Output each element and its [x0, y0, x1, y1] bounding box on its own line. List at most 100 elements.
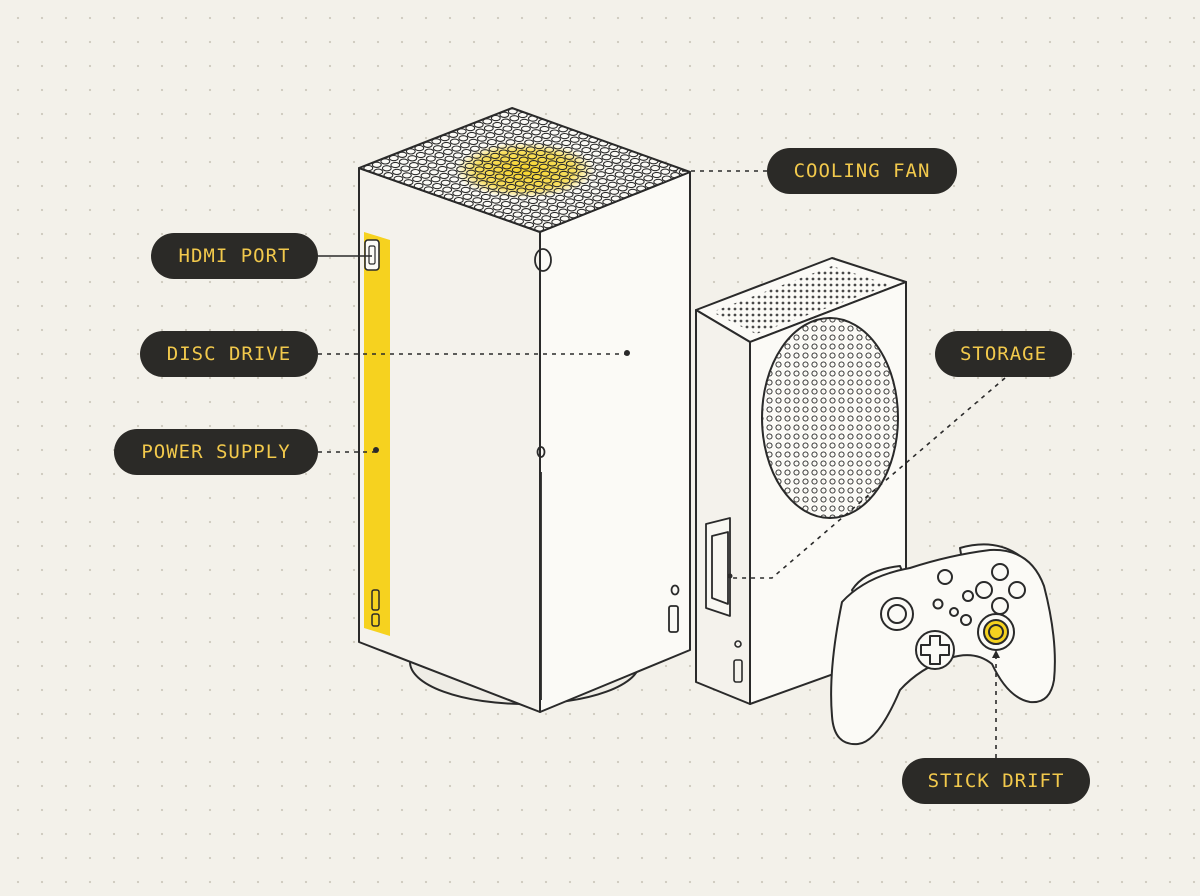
- vent-hole: [517, 149, 528, 156]
- vent-hole: [538, 163, 549, 170]
- vent-hole: [403, 179, 414, 186]
- vent-hole: [568, 174, 579, 181]
- vent-hole: [542, 222, 553, 229]
- vent-hole: [524, 139, 535, 146]
- vent-hole: [511, 204, 521, 211]
- vent-hole: [477, 180, 488, 187]
- vent-hole: [497, 142, 507, 149]
- vent-hole: [661, 175, 672, 182]
- vent-hole: [541, 132, 552, 140]
- cooling-fan-label: COOLING FAN: [767, 148, 957, 194]
- vent-hole: [574, 157, 585, 164]
- vent-hole: [521, 208, 532, 215]
- vent-hole: [534, 142, 545, 150]
- vent-hole: [500, 118, 511, 125]
- vent-hole: [532, 218, 543, 225]
- vent-hole: [502, 207, 513, 215]
- vent-hole: [412, 175, 422, 183]
- vent-hole: [473, 121, 484, 128]
- vent-hole: [535, 149, 546, 157]
- vent-hole: [524, 221, 535, 229]
- vent-hole: [581, 146, 592, 154]
- vent-hole: [613, 164, 623, 171]
- vent-hole: [527, 115, 538, 122]
- vent-hole: [512, 128, 523, 136]
- vent-hole: [512, 211, 523, 218]
- vent-hole: [591, 150, 602, 157]
- vent-hole: [422, 179, 433, 186]
- vent-hole: [498, 149, 509, 156]
- vent-hole: [584, 160, 595, 168]
- vent-hole: [486, 138, 497, 146]
- vent-hole: [473, 159, 484, 166]
- vent-hole: [500, 156, 511, 163]
- vent-hole: [424, 148, 435, 155]
- vent-hole: [585, 167, 596, 174]
- series-x-console: [358, 107, 691, 713]
- series-s-top-grille: [712, 266, 890, 334]
- vent-hole: [481, 156, 492, 163]
- vent-hole: [570, 181, 581, 188]
- vent-hole: [439, 172, 450, 180]
- vent-hole: [607, 181, 618, 188]
- usb-port-shape: [371, 589, 380, 611]
- vent-hole: [495, 135, 506, 142]
- vent-hole: [410, 168, 421, 176]
- vent-hole: [592, 195, 603, 202]
- vent-hole: [589, 143, 600, 150]
- vent-hole: [609, 188, 620, 195]
- vent-hole: [505, 139, 516, 146]
- vent-hole: [523, 177, 534, 184]
- vent-hole: [391, 168, 402, 176]
- vent-hole: [400, 165, 411, 172]
- vent-hole: [653, 178, 664, 186]
- vent-hole: [459, 142, 470, 149]
- vent-hole: [616, 178, 627, 185]
- vent-hole: [433, 189, 444, 197]
- vent-hole: [599, 184, 610, 192]
- vent-hole: [442, 186, 453, 193]
- series-x-front-details: [534, 248, 680, 700]
- vent-hole: [520, 125, 531, 132]
- vent-hole: [609, 150, 620, 158]
- vent-hole: [519, 201, 530, 208]
- vent-hole: [617, 185, 628, 192]
- vent-hole: [640, 161, 651, 168]
- vent-hole: [452, 152, 463, 159]
- vent-hole: [437, 165, 448, 173]
- vent-hole: [453, 196, 464, 204]
- vent-hole: [417, 158, 428, 166]
- vent-hole: [464, 162, 475, 170]
- vent-hole: [601, 154, 612, 161]
- vent-hole: [600, 191, 611, 199]
- vent-hole: [517, 194, 528, 201]
- vent-hole: [556, 201, 567, 208]
- vent-hole: [528, 197, 538, 205]
- vent-hole: [503, 132, 514, 139]
- vent-hole: [643, 175, 654, 182]
- series-x-left-details: [364, 232, 390, 636]
- vent-hole: [408, 162, 419, 169]
- vent-hole: [567, 167, 578, 174]
- vent-hole: [530, 166, 541, 174]
- vent-hole: [449, 138, 460, 145]
- vent-hole: [432, 145, 443, 152]
- vent-hole: [537, 156, 548, 164]
- vent-hole: [460, 186, 471, 194]
- vent-hole: [626, 181, 637, 189]
- vent-hole: [585, 205, 596, 212]
- vent-hole: [524, 184, 535, 191]
- vent-hole: [599, 147, 610, 154]
- vent-hole: [633, 171, 644, 178]
- vent-hole: [619, 154, 630, 161]
- vent-hole: [539, 208, 550, 215]
- vent-hole: [602, 160, 613, 168]
- hdmi-port-shape: [364, 239, 380, 271]
- vent-hole: [373, 168, 384, 175]
- vent-hole: [501, 163, 512, 170]
- vent-hole: [547, 160, 558, 167]
- vent-hole: [602, 198, 613, 206]
- vent-hole: [575, 201, 586, 209]
- vent-hole: [479, 186, 490, 194]
- vent-hole: [551, 136, 562, 143]
